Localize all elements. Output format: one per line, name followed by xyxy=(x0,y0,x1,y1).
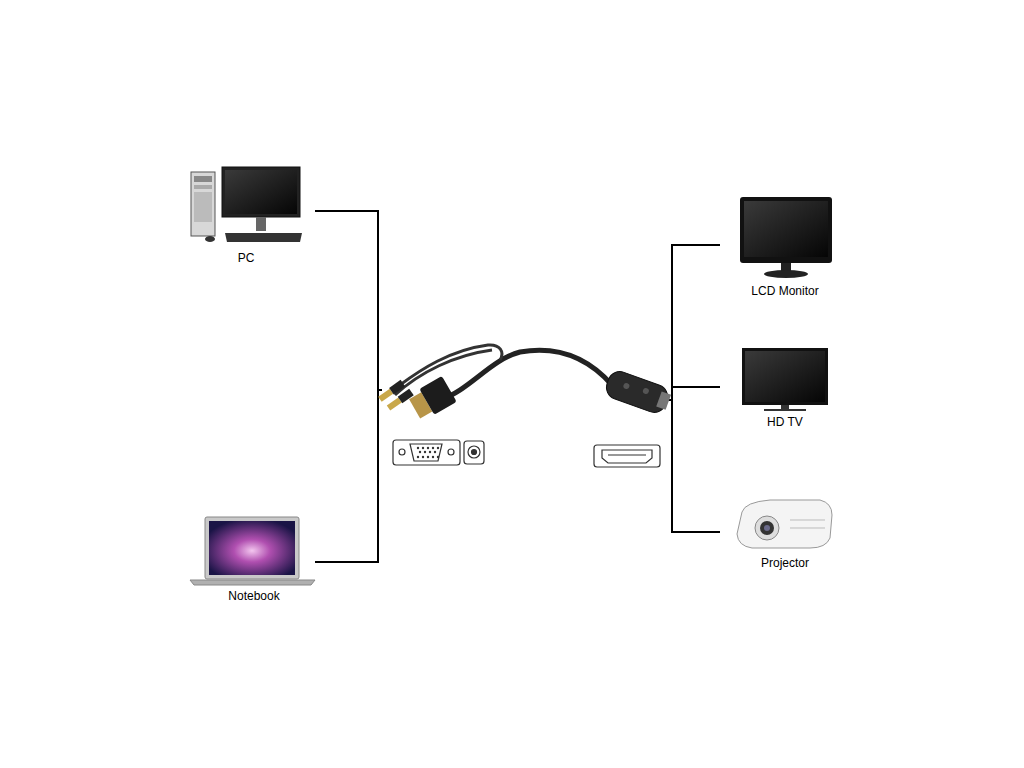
projector-label: Projector xyxy=(761,556,809,570)
pc-label: PC xyxy=(238,251,255,265)
hd-tv-figure xyxy=(742,348,828,411)
hd-tv-label: HD TV xyxy=(767,415,803,429)
wires xyxy=(315,211,720,562)
pc-figure xyxy=(191,167,302,242)
port-icons xyxy=(393,440,660,467)
notebook-figure xyxy=(190,517,315,585)
adapter-cable xyxy=(378,345,673,422)
lcd-monitor-label: LCD Monitor xyxy=(751,284,818,298)
projector-figure xyxy=(737,500,832,548)
lcd-monitor-figure xyxy=(740,197,832,278)
notebook-label: Notebook xyxy=(228,589,279,603)
